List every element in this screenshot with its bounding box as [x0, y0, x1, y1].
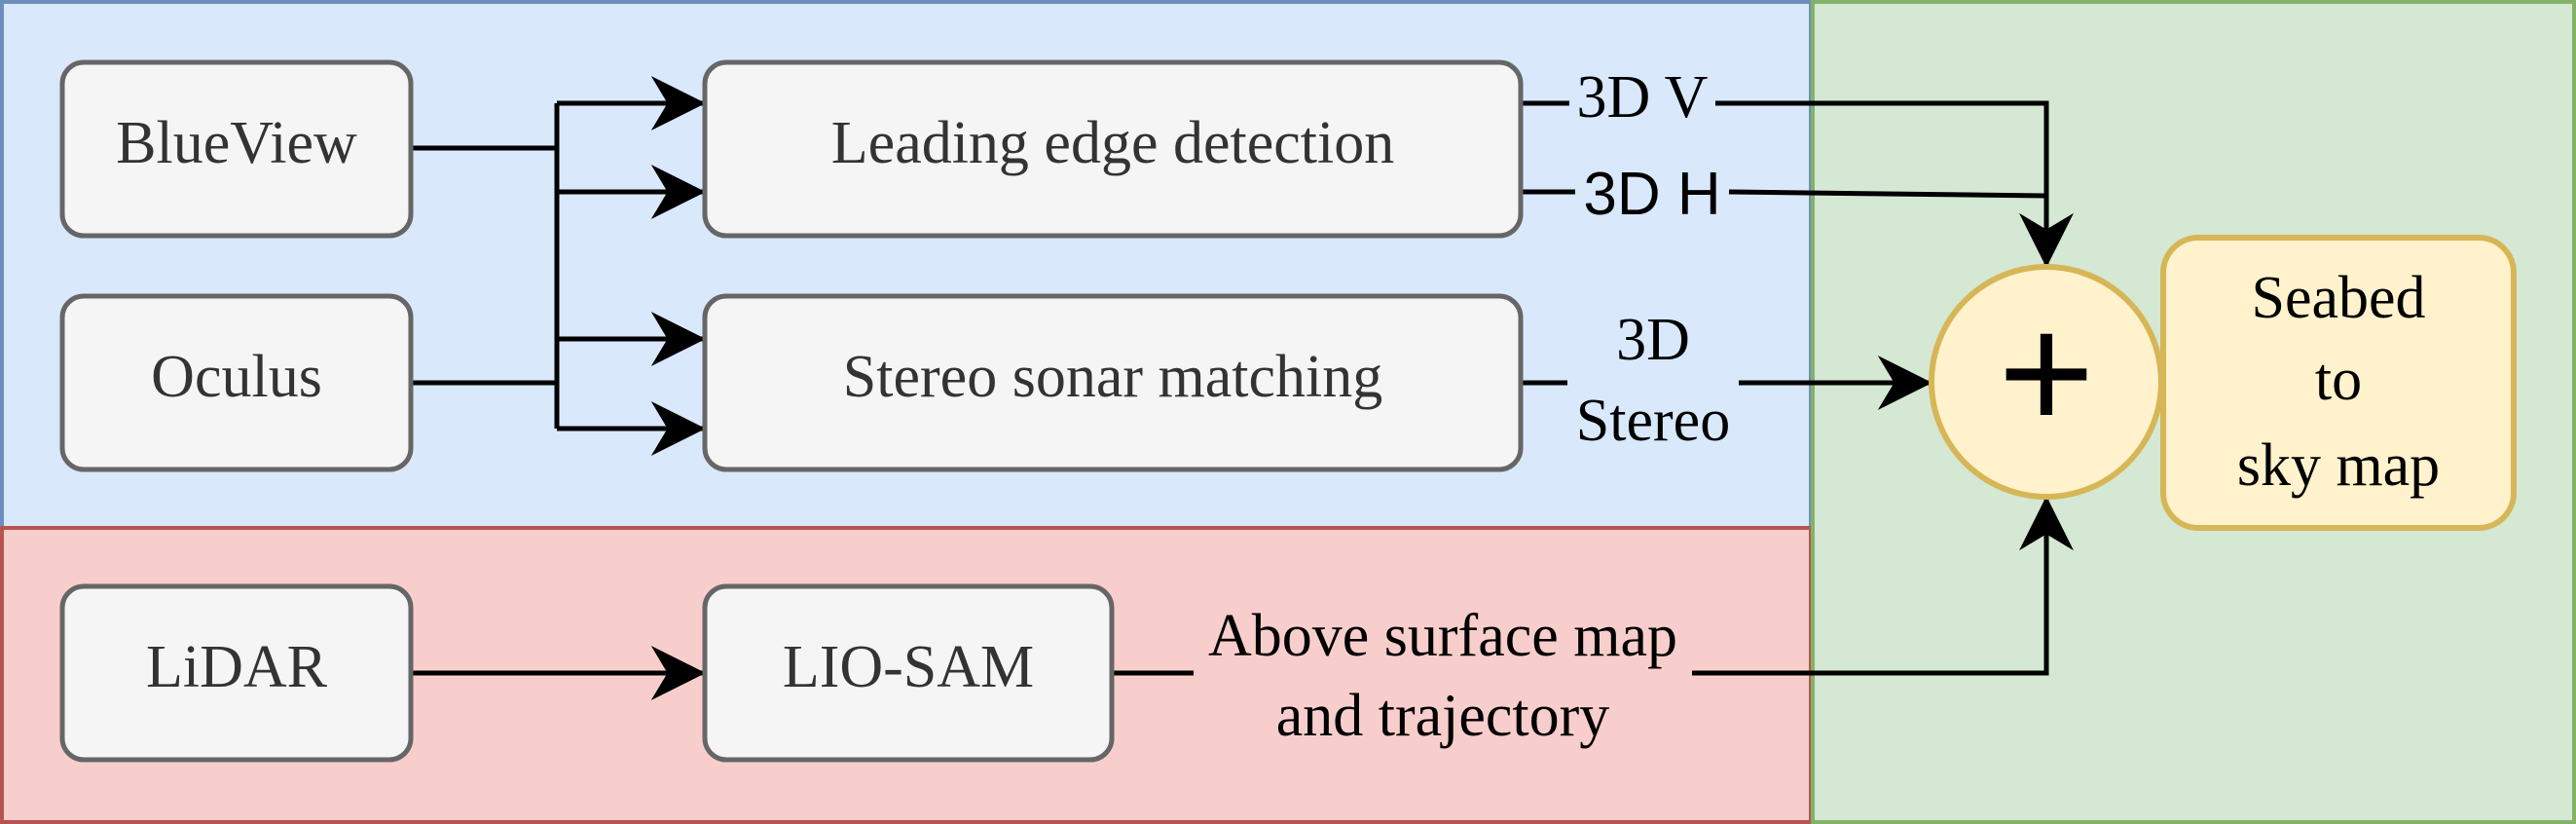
- oculus-label: Oculus: [151, 344, 322, 410]
- stereo-matching-label: Stereo sonar matching: [843, 344, 1382, 410]
- output-line-1: Seabed: [2251, 265, 2425, 331]
- edge-3dh-right: [1728, 189, 2047, 199]
- edge-label-3dv: 3D V: [1577, 64, 1709, 131]
- lidar-label: LiDAR: [146, 634, 328, 700]
- merge-symbol-icon: +: [1998, 281, 2094, 466]
- edge-label-3dh: 3D H: [1583, 161, 1720, 228]
- node-leading-edge: Leading edge detection: [702, 59, 1524, 239]
- output-line-3: sky map: [2237, 432, 2440, 499]
- node-lio-sam: LIO-SAM: [702, 583, 1115, 763]
- leading-edge-label: Leading edge detection: [831, 110, 1394, 176]
- lio-sam-label: LIO-SAM: [783, 634, 1034, 700]
- edge-3dv-right: [1715, 100, 2074, 268]
- merge-node: +: [1929, 264, 2164, 500]
- node-lidar: LiDAR: [59, 583, 414, 763]
- node-stereo-matching: Stereo sonar matching: [702, 293, 1524, 472]
- edge-above-right: [1692, 496, 2074, 676]
- node-blueview: BlueView: [59, 59, 414, 239]
- output-line-2: to: [2315, 347, 2362, 413]
- edges: [413, 76, 2074, 700]
- node-oculus: Oculus: [59, 293, 414, 472]
- edge-label-above-line1: Above surface map: [1208, 603, 1677, 669]
- node-output: Seabed to sky map: [2160, 235, 2517, 531]
- edge-label-stereo-line2: Stereo: [1576, 388, 1730, 454]
- edge-label-stereo-line1: 3D: [1616, 307, 1690, 373]
- edge-label-above-line2: and trajectory: [1276, 683, 1610, 749]
- blueview-label: BlueView: [116, 110, 357, 176]
